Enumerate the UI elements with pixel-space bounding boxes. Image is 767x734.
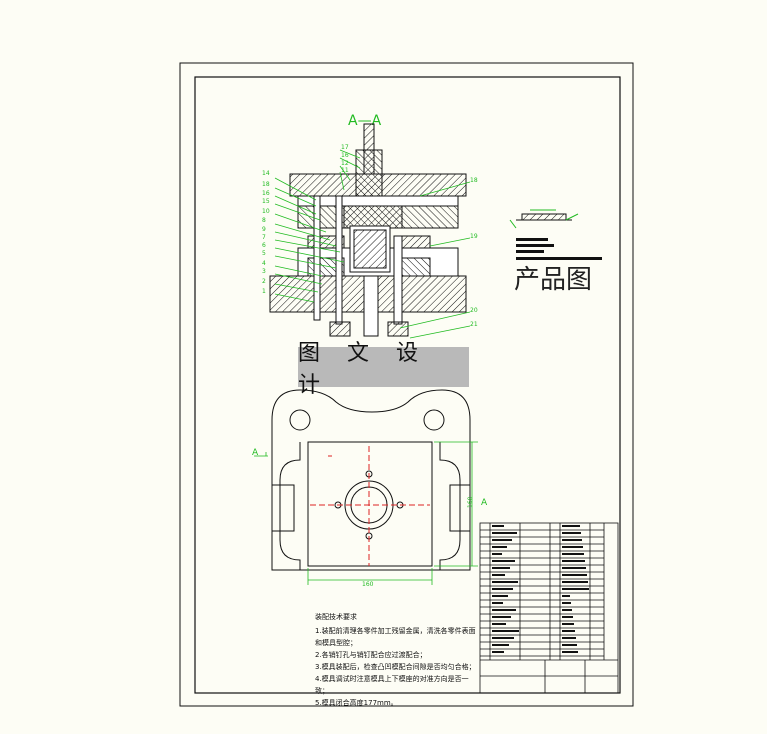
part-number: 18 (470, 177, 478, 184)
bom-entry (562, 581, 588, 583)
bom-entry (492, 616, 511, 618)
product-drawing (509, 209, 602, 260)
bom-entry (562, 546, 583, 548)
part-number: 10 (262, 208, 270, 215)
bom-entry (562, 574, 587, 576)
bom-entry (492, 560, 515, 562)
part-number: 20 (470, 307, 478, 314)
bom-entry (492, 532, 517, 534)
note-item: 3.模具装配后，检查凸凹模配合间隙是否均匀合格； (315, 663, 476, 671)
outer-border (179, 62, 634, 707)
bom-entry (492, 588, 513, 590)
bom-entry (492, 546, 507, 548)
part-number: 14 (262, 170, 270, 177)
dimension-width: 160 (362, 581, 374, 588)
technical-notes: 装配技术要求 1.装配前清理各零件加工残留金属，清洗各零件表面和模具型腔； 2.… (315, 611, 480, 709)
part-number: 15 (262, 198, 270, 205)
part-number: 5 (262, 250, 266, 257)
watermark: 图 文 设 计 (298, 341, 469, 398)
bom-entry (562, 588, 589, 590)
part-number: 19 (470, 233, 478, 240)
part-number: 9 (262, 226, 266, 233)
bom-entry (562, 532, 581, 534)
bom-entry (492, 602, 503, 604)
part-number: 8 (262, 217, 266, 224)
part-number: 6 (262, 242, 266, 249)
bom-entry (492, 574, 505, 576)
bom-entry (492, 609, 516, 611)
part-number: 4 (262, 260, 266, 267)
dimension-height: 160 (467, 496, 474, 508)
section-arrow-label: A (481, 498, 488, 508)
bom-entry (562, 553, 584, 555)
bom-entry (492, 651, 504, 653)
part-number: 16 (262, 190, 270, 197)
bom-entry (562, 567, 586, 569)
part-number: 18 (262, 181, 270, 188)
part-number: 12 (341, 160, 349, 167)
bom-entry (562, 623, 574, 625)
note-item: 2.各销钉孔与销钉配合应过渡配合； (315, 651, 427, 659)
bom-entry (562, 637, 576, 639)
bom-entry (492, 637, 514, 639)
note-item: 5.模具闭合高度177mm。 (315, 699, 398, 707)
part-number: 3 (262, 268, 266, 275)
bom-entry (492, 525, 504, 527)
part-number: 17 (341, 144, 349, 151)
part-number: 21 (470, 321, 478, 328)
bom-entry (492, 567, 510, 569)
view-marker: A (252, 448, 259, 458)
bom-entry (562, 644, 577, 646)
bom-entry (562, 602, 571, 604)
section-view: A—A (262, 113, 478, 339)
title-block (479, 522, 619, 694)
product-label: 产品图 (514, 265, 593, 295)
notes-title: 装配技术要求 (315, 613, 357, 621)
bom-entry (492, 595, 508, 597)
title-block-text (492, 525, 589, 653)
watermark-text: 图 文 设 计 (298, 341, 428, 398)
bom-entry (562, 609, 572, 611)
bom-entry (492, 644, 509, 646)
bom-entry (492, 581, 518, 583)
bom-entry (562, 595, 570, 597)
inner-border (194, 76, 621, 694)
bom-entry (492, 553, 502, 555)
part-number: 11 (341, 167, 349, 174)
part-number: 16 (341, 152, 349, 159)
bom-entry (562, 616, 573, 618)
bom-entry (562, 539, 582, 541)
plan-view (254, 389, 478, 585)
part-number: 7 (262, 234, 266, 241)
bom-entry (562, 630, 575, 632)
part-number: 1 (262, 288, 266, 295)
note-item: 4.模具调试时注意模具上下模座的对准方向是否一致； (315, 675, 469, 695)
bom-entry (562, 525, 580, 527)
part-number: 2 (262, 278, 266, 285)
bom-entry (492, 623, 506, 625)
bom-entry (562, 651, 578, 653)
bom-entry (492, 539, 512, 541)
bom-entry (492, 630, 519, 632)
bom-entry (562, 560, 585, 562)
note-item: 1.装配前清理各零件加工残留金属，清洗各零件表面和模具型腔； (315, 627, 476, 647)
